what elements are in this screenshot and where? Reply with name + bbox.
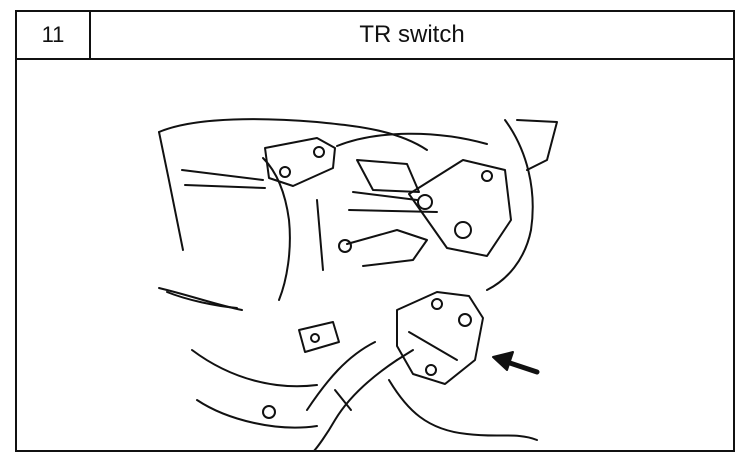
engine-diagram <box>17 60 733 450</box>
housing-seam-2 <box>184 184 266 189</box>
housing-bottom-arc-2 <box>196 399 318 429</box>
step-header: 11 TR switch <box>17 12 733 60</box>
right-housing-contour <box>486 119 534 291</box>
right-housing-rib <box>516 119 558 171</box>
tr-switch-bolt-1 <box>431 298 443 310</box>
tr-switch-illustration <box>158 118 558 450</box>
step-number: 11 <box>17 12 91 58</box>
bracket-bolt-1 <box>279 166 291 178</box>
callout-arrow-icon <box>492 351 540 375</box>
stud <box>334 389 352 411</box>
housing-inner-contour <box>262 157 291 301</box>
bracket-bolt-2 <box>313 146 325 158</box>
tr-switch-connector <box>396 349 414 361</box>
tr-switch-body <box>396 291 484 385</box>
upper-mount-bracket <box>264 137 336 187</box>
shift-linkage <box>346 229 428 267</box>
harness-wire-2 <box>306 341 376 411</box>
lower-bolt <box>262 405 276 419</box>
casing-line-1 <box>352 191 418 201</box>
casing-line-2 <box>348 209 438 213</box>
step-title: TR switch <box>359 21 465 48</box>
vertical-shaft <box>316 199 324 271</box>
housing-seam-1 <box>181 169 264 181</box>
procedure-step-panel: 11 TR switch <box>15 10 735 452</box>
harness-wire-1 <box>313 359 398 450</box>
housing-left-edge <box>158 131 184 251</box>
tr-switch-edge <box>408 331 458 361</box>
tr-switch-bolt-2 <box>425 364 437 376</box>
clip-bolt <box>310 333 320 343</box>
right-bracket-hole-2 <box>454 221 472 239</box>
housing-bottom-arc <box>191 349 318 388</box>
right-bracket-hole-1 <box>417 194 433 210</box>
center-casing-block <box>356 159 420 193</box>
harness-wire-3 <box>388 379 538 441</box>
housing-lower-curve-2 <box>166 291 238 309</box>
right-bracket-hole-3 <box>481 170 493 182</box>
tr-switch-shaft <box>458 313 472 327</box>
cable-clip <box>298 321 340 353</box>
right-mount-bracket <box>408 159 512 257</box>
center-casing-top <box>336 132 488 147</box>
linkage-pivot <box>338 239 352 253</box>
